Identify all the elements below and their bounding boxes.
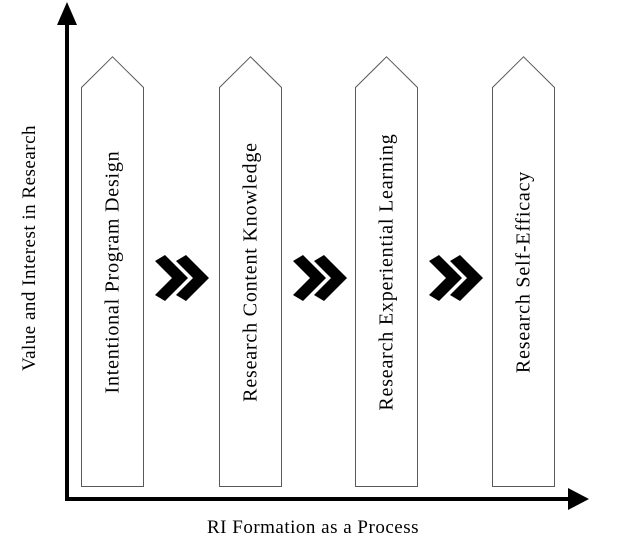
x-axis-arrowhead-icon (568, 488, 589, 510)
up-arrow-shape (219, 56, 282, 487)
y-axis-label: Value and Interest in Research (19, 124, 40, 372)
up-arrow-shape (81, 56, 144, 487)
y-axis-line (65, 18, 69, 501)
stage-arrow-research-content-knowledge: Research Content Knowledge (219, 56, 282, 487)
stage-arrow-research-self-efficacy: Research Self-Efficacy (492, 56, 555, 487)
double-chevron-right-icon (292, 254, 347, 302)
y-axis-arrowhead-icon (57, 2, 77, 25)
double-chevron-right-icon (154, 254, 209, 302)
stage-arrow-intentional-program-design: Intentional Program Design (81, 56, 144, 487)
x-axis-line (65, 497, 570, 501)
stage-arrow-research-experiential-learning: Research Experiential Learning (355, 56, 418, 487)
stage-label: Research Self-Efficacy (512, 170, 534, 373)
double-chevron-right-icon (428, 254, 483, 302)
up-arrow-shape (355, 56, 418, 487)
up-arrow-shape (492, 56, 555, 487)
x-axis-label: RI Formation as a Process (207, 517, 419, 538)
stage-label: Research Content Knowledge (239, 141, 261, 402)
stage-label: Intentional Program Design (101, 150, 123, 393)
stage-label: Research Experiential Learning (375, 132, 397, 411)
